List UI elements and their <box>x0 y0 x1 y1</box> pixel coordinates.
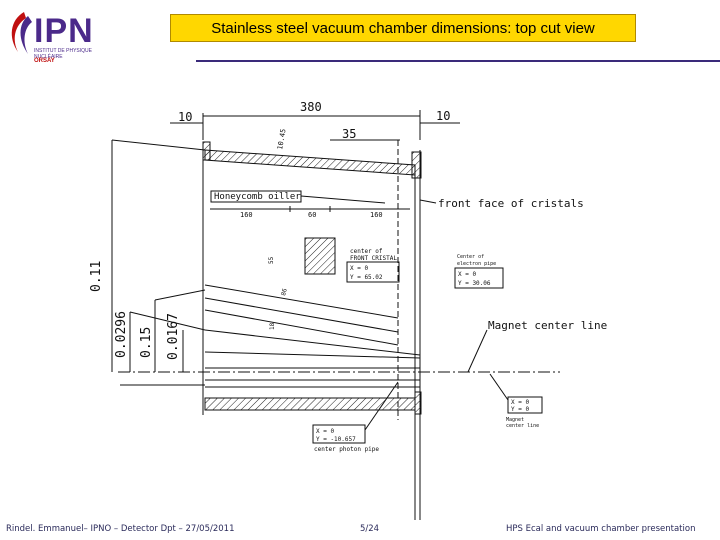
pipe-line-2 <box>204 297 399 333</box>
pipe-line-4 <box>204 329 421 356</box>
pipe-line-1 <box>204 284 399 319</box>
electron-pipe-line2: electron pipe <box>457 261 496 267</box>
seg-160-left: 160 <box>240 211 253 219</box>
dim-top-35: 35 <box>342 127 356 141</box>
honeycomb-label: Honeycomb oiller <box>214 192 301 202</box>
vdim-00296: 0.0296 <box>114 311 129 358</box>
front-face-leader <box>419 199 437 204</box>
seg-60: 60 <box>308 211 316 219</box>
magnet-center-leader <box>467 329 488 373</box>
dim-top-right: 10 <box>436 109 450 123</box>
magnet-box-y: Y = 0 <box>511 406 529 413</box>
photon-box-x: X = 0 <box>316 428 334 435</box>
top-wall <box>204 149 416 176</box>
vdim-015: 0.15 <box>139 327 154 358</box>
vdim-00167: 0.0167 <box>166 313 181 360</box>
center-cristal-box <box>346 261 400 283</box>
center-cristal-line2: FRONT CRISTAL <box>350 255 397 262</box>
dim-86: 86 <box>280 287 289 296</box>
electron-pipe-line1: Center of <box>457 254 484 260</box>
logo-text: IPN <box>34 12 94 50</box>
dim-18: 18 <box>269 322 276 330</box>
magnet-box <box>507 396 543 414</box>
magnet-box-line1: Magnet <box>506 417 524 423</box>
pipe-line-3 <box>204 309 399 346</box>
center-cristal-y: Y = 65.02 <box>350 274 383 281</box>
vdim-ext-top <box>111 139 206 151</box>
title-underline <box>196 60 720 62</box>
magnet-box-x: X = 0 <box>511 399 529 406</box>
dim-top-total: 380 <box>300 100 322 114</box>
dim-top-left: 10 <box>178 110 192 124</box>
top-right-flange <box>411 151 422 179</box>
front-face-label: front face of cristals <box>438 197 584 210</box>
vdim-ext-015 <box>154 289 206 301</box>
magnet-center-label: Magnet center line <box>488 319 607 332</box>
magnet-box-line2: center line <box>506 423 539 429</box>
magnet-box-leader <box>489 373 509 401</box>
logo-orsay: ORSAY <box>34 58 55 64</box>
electron-pipe-box <box>454 267 504 289</box>
footer-presentation: HPS Ecal and vacuum chamber presentation <box>506 524 696 534</box>
honeycomb-leader <box>300 195 386 204</box>
photon-pipe-box <box>312 424 366 444</box>
vdim-ext-00296 <box>129 311 206 331</box>
vdim-011: 0.11 <box>89 261 104 292</box>
ipn-logo: IPN INSTITUT DE PHYSIQUE NUCLÉAIRE ORSAY <box>4 6 122 64</box>
dim-angle: 10.45 <box>276 128 288 150</box>
center-cristal-x: X = 0 <box>350 265 368 272</box>
seg-160-right: 160 <box>370 211 383 219</box>
logo-swirl-icon <box>11 12 32 54</box>
footer-page-number: 5/24 <box>360 524 380 534</box>
electron-pipe-x: X = 0 <box>458 271 476 278</box>
photon-box-y: Y = -10.657 <box>316 436 356 443</box>
center-cristal-line1: center of <box>350 248 383 255</box>
bottom-right-flange <box>414 391 422 415</box>
footer-author: Rindel. Emmanuel– IPNO – Detector Dpt – … <box>6 524 235 534</box>
top-left-flange <box>202 141 211 161</box>
page-title: Stainless steel vacuum chamber dimension… <box>170 14 636 42</box>
dim-55: 55 <box>268 256 275 264</box>
photon-box-label: center photon pipe <box>314 446 379 453</box>
electron-pipe-y: Y = 30.06 <box>458 280 491 287</box>
logo-subtext: INSTITUT DE PHYSIQUE NUCLÉAIRE <box>34 48 92 60</box>
honeycomb-block <box>304 237 336 275</box>
photon-leader <box>364 381 399 431</box>
bottom-wall <box>204 397 416 411</box>
pipe-line-5 <box>204 351 421 359</box>
